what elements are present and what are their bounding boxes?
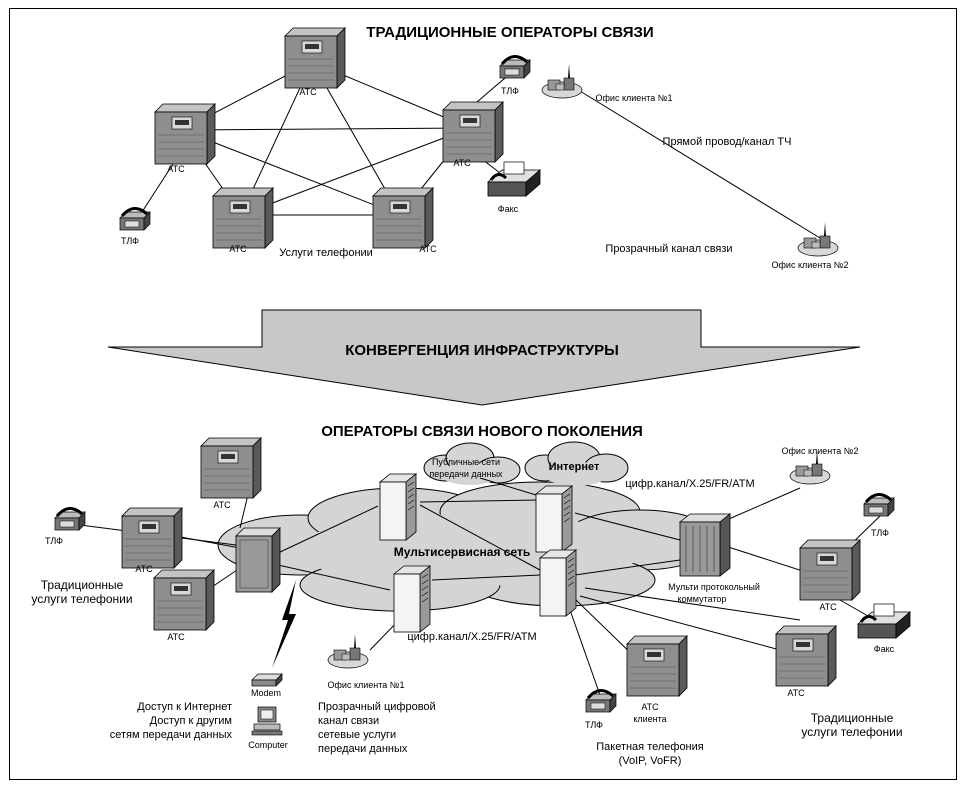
- phone-icon: [118, 206, 152, 232]
- access-label-2: Доступ к другим: [150, 715, 232, 727]
- office2-label: Офис клиента №2: [772, 260, 849, 270]
- router-bottom-right: [539, 549, 577, 617]
- multiprotocol-label-2: коммутатор: [678, 594, 727, 604]
- ats-label: АТС: [167, 632, 185, 642]
- fax-icon: [856, 602, 912, 640]
- ats-bottom-3: [153, 569, 215, 631]
- convergence-arrow: [107, 309, 861, 406]
- ats-label: АТС: [419, 244, 437, 254]
- ats-label: АТС: [167, 164, 185, 174]
- office-icon: [541, 63, 583, 99]
- transparent-channel-label: Прозрачный канал связи: [605, 243, 732, 255]
- fax-icon: [486, 160, 542, 198]
- router-internet: [535, 485, 573, 553]
- ats-top-5: [372, 187, 434, 249]
- transparent-digital-label-4: передачи данных: [318, 743, 408, 755]
- public-networks-label-2: передачи данных: [429, 469, 503, 479]
- transparent-digital-label-2: канал связи: [318, 715, 379, 727]
- transparent-digital-label-1: Прозрачный цифровой: [318, 701, 436, 713]
- ats-label: АТС: [229, 244, 247, 254]
- phone-icon: [862, 492, 896, 518]
- tlf-label: ТЛФ: [121, 236, 139, 246]
- ats-bottom-right: [775, 625, 837, 687]
- ats-bottom-2: [121, 507, 183, 569]
- ats-top-2: [154, 103, 216, 165]
- fax-label: Факс: [874, 644, 895, 654]
- multiservice-label: Мультисервисная сеть: [394, 545, 531, 559]
- office2-label: Офис клиента №2: [782, 446, 859, 456]
- ats-label: АТС: [299, 87, 317, 97]
- access-label-1: Доступ к Интернет: [137, 701, 232, 713]
- traditional-services-label-1: Традиционные: [41, 578, 124, 592]
- access-label-3: сетям передачи данных: [110, 729, 233, 741]
- public-networks-label-1: Публичные сети: [432, 457, 500, 467]
- ats-label: АТС: [135, 564, 153, 574]
- phone-icon: [53, 506, 87, 532]
- ats-top-3: [442, 101, 504, 163]
- ats-label: АТС: [453, 158, 471, 168]
- ats-top-4: [212, 187, 274, 249]
- ats-label: АТС: [819, 602, 837, 612]
- modem-label: Modem: [251, 688, 281, 698]
- ats-client-label-2: клиента: [633, 714, 666, 724]
- tlf-label: ТЛФ: [585, 720, 603, 730]
- new-gen-links: [79, 464, 881, 696]
- router-bottom-left: [393, 565, 431, 633]
- digital-channel-label: цифр.канал/X.25/FR/ATM: [625, 478, 754, 490]
- office-icon: [797, 221, 839, 257]
- digital-channel-label: цифр.канал/X.25/FR/ATM: [407, 631, 536, 643]
- fax-label: Факс: [498, 204, 519, 214]
- computer-label: Computer: [248, 740, 288, 750]
- phone-icon: [498, 54, 532, 80]
- heading-convergence: КОНВЕРГЕНЦИЯ ИНФРАСТРУКТУРЫ: [345, 342, 619, 359]
- tlf-label: ТЛФ: [45, 536, 63, 546]
- telephony-services-label: Услуги телефонии: [279, 247, 373, 259]
- ats-client-label-1: АТС: [641, 702, 659, 712]
- tlf-label: ТЛФ: [501, 86, 519, 96]
- heading-traditional: ТРАДИЦИОННЫЕ ОПЕРАТОРЫ СВЯЗИ: [366, 24, 653, 41]
- traditional-services-label-1: Традиционные: [811, 711, 894, 725]
- direct-line-label: Прямой провод/канал ТЧ: [663, 136, 792, 148]
- ats-label: АТС: [787, 688, 805, 698]
- internet-label: Интернет: [549, 461, 600, 473]
- router-top: [379, 473, 417, 541]
- ats-label: АТС: [213, 500, 231, 510]
- heading-new-gen: ОПЕРАТОРЫ СВЯЗИ НОВОГО ПОКОЛЕНИЯ: [321, 423, 643, 440]
- ats-bottom-1: [200, 437, 262, 499]
- edge-switch-left: [235, 527, 281, 593]
- wireless-link-icon: [272, 580, 296, 668]
- office-icon: [327, 633, 369, 669]
- traditional-services-label-2: услуги телефонии: [801, 725, 902, 739]
- modem-icon: [251, 673, 283, 687]
- computer-icon: [251, 706, 283, 736]
- packet-telephony-label-2: (VoIP, VoFR): [619, 755, 682, 767]
- tlf-label: ТЛФ: [871, 528, 889, 538]
- packet-telephony-label-1: Пакетная телефония: [596, 741, 704, 753]
- office1-label: Офис клиента №1: [328, 680, 405, 690]
- ats-top-1: [284, 27, 346, 89]
- ats-right: [799, 539, 861, 601]
- diagram-frame: [9, 8, 957, 780]
- multiprotocol-label-1: Мульти протокольный: [668, 582, 760, 592]
- transparent-digital-label-3: сетевые услуги: [318, 729, 396, 741]
- ats-client: [626, 635, 688, 697]
- phone-icon: [584, 688, 618, 714]
- office1-label: Офис клиента №1: [596, 93, 673, 103]
- multiprotocol-switch: [678, 513, 732, 577]
- traditional-services-label-2: услуги телефонии: [31, 592, 132, 606]
- internet-cloud: [524, 441, 629, 486]
